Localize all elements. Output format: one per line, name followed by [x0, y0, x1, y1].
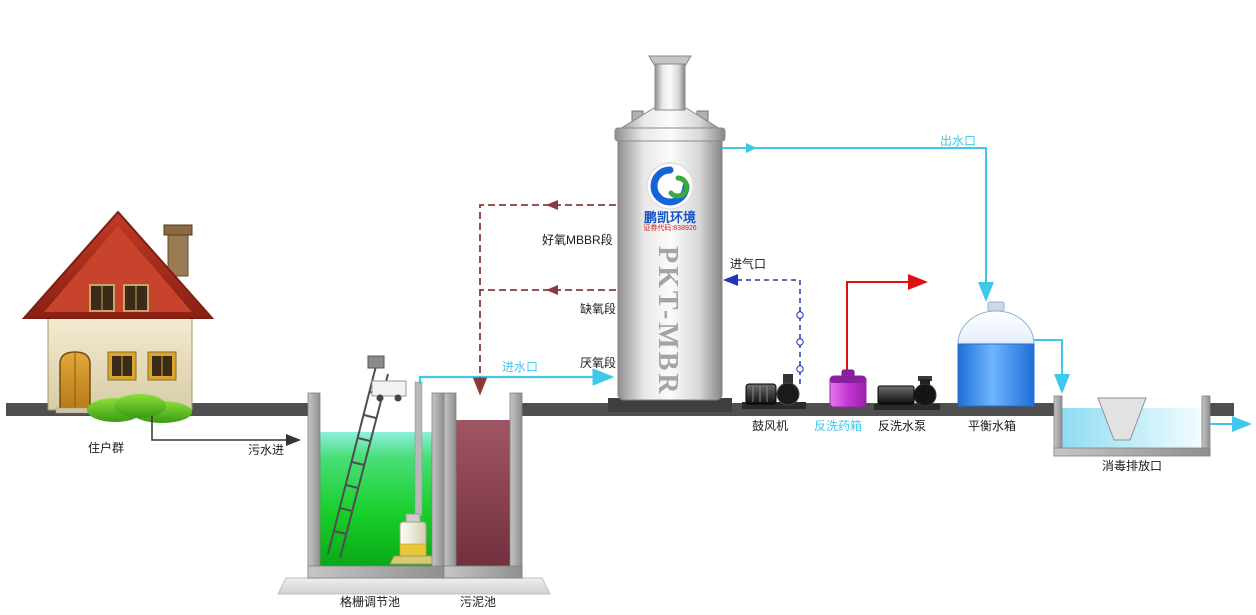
label-disinfection-discharge: 消毒排放口	[1102, 459, 1163, 473]
bushes	[87, 394, 192, 423]
mbr-pedestal	[608, 398, 732, 412]
label-balance-tank: 平衡水箱	[968, 419, 1017, 433]
label-aerobic-section: 好氧MBBR段	[542, 233, 613, 247]
mbr-model-text: PKT-MBR	[652, 246, 683, 397]
label-sewage-inlet: 污水进	[248, 443, 285, 457]
house	[21, 210, 215, 423]
label-water-inlet: 进水口	[502, 360, 539, 374]
label-air-inlet: 进气口	[730, 257, 767, 271]
attic-window	[89, 284, 149, 312]
label-water-outlet: 出水口	[940, 134, 977, 148]
air-pipe	[723, 274, 804, 384]
disinfection-tank	[1053, 395, 1211, 457]
bar-screen	[327, 365, 389, 559]
house-roof-inner	[44, 226, 192, 312]
label-grid-tank: 格栅调节池	[340, 595, 401, 609]
mbr-neck	[654, 63, 686, 111]
recirculation-lines	[472, 200, 616, 396]
inlet-pipe	[418, 368, 615, 386]
front-door	[55, 351, 95, 414]
balance-tank	[957, 301, 1035, 407]
chimney	[163, 224, 193, 277]
brand-name: 鹏凯环境	[643, 210, 696, 225]
label-sludge-tank: 污泥池	[460, 595, 497, 609]
transfer-pipe	[1034, 339, 1070, 394]
label-anoxic-section: 缺氧段	[580, 302, 617, 316]
mbr-tank	[608, 55, 732, 412]
screenings-cart	[371, 380, 407, 402]
sludge-tank	[443, 392, 523, 579]
label-backwash-tank: 反洗药箱	[814, 419, 863, 433]
label-blower: 鼓风机	[752, 419, 789, 433]
submersible-pump	[389, 381, 437, 565]
backwash-chemical-tank	[829, 369, 867, 408]
screen-motor	[367, 355, 385, 369]
blower	[742, 374, 806, 409]
grid-regulating-tank	[307, 355, 445, 579]
settling-funnel	[1097, 397, 1147, 441]
front-window	[107, 351, 177, 381]
brand-logo	[646, 162, 694, 210]
stock-code: 证券代码:838926	[643, 225, 697, 232]
chemical-pipe	[846, 274, 928, 370]
outlet-pipe	[722, 143, 994, 302]
tank-base-slab	[277, 577, 551, 595]
label-residence: 住户群	[88, 441, 125, 455]
label-anaerobic-section: 厌氧段	[580, 356, 617, 370]
label-backwash-pump: 反洗水泵	[878, 419, 927, 433]
mbr-top-ring	[614, 127, 726, 142]
sewage-pipe	[151, 416, 301, 446]
backwash-pump	[874, 376, 940, 410]
